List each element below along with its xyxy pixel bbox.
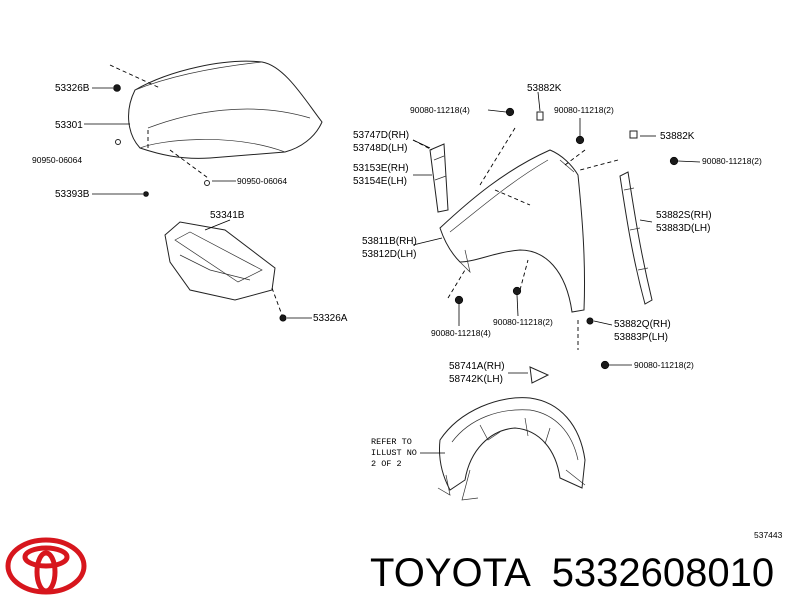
bolt-90080-right-icon [669,156,679,166]
label-90080-11218-2-top: 90080-11218(2) [554,105,614,115]
clip-53882q-icon [586,317,594,325]
hood-insulator-part [164,221,283,316]
cushion-left-icon [115,139,121,145]
cushion-right-icon [204,180,210,186]
fender-liner-strip-part [619,171,653,305]
label-53882k-b: 53882K [660,131,695,142]
label-90080-11218-2-bottom-right: 90080-11218(2) [634,360,694,370]
front-fender-part [439,127,619,350]
label-53882k-a: 53882K [527,83,562,94]
label-53393b: 53393B [55,189,90,200]
pad-53882k-a-icon [536,111,544,121]
label-53883d: 53883D(LH) [656,223,710,234]
fender-seal-part [412,139,449,213]
hood-part [109,60,323,179]
clip-53393b-icon [143,191,149,197]
wheel-liner-part [420,397,586,501]
label-53153e: 53153E(RH) [353,163,409,174]
label-90080-11218-4-top: 90080-11218(4) [410,105,470,115]
label-53812d: 53812D(LH) [362,249,416,260]
arrow-58741a-icon [529,366,550,384]
bolt-90080-bottom-mid-icon [512,286,522,296]
label-90950-06064-b: 90950-06064 [237,176,287,186]
label-90080-11218-2-right: 90080-11218(2) [702,156,762,166]
label-53301: 53301 [55,120,83,131]
toyota-logo-icon [5,537,87,595]
label-53326b: 53326B [55,83,90,94]
label-53882q: 53882Q(RH) [614,319,671,330]
part-number: 5332608010 [552,551,774,595]
label-53883p: 53883P(LH) [614,332,668,343]
clip-53326b-icon [113,84,121,92]
label-53154e: 53154E(LH) [353,176,407,187]
clip-53326a-icon [279,314,287,322]
label-53882s: 53882S(RH) [656,210,712,221]
refer-line-1: REFER TO [371,437,412,447]
refer-line-3: 2 OF 2 [371,459,402,469]
diagram-code: 537443 [754,530,783,540]
label-53748d: 53748D(LH) [353,143,407,154]
label-90080-11218-2-bottom: 90080-11218(2) [493,317,553,327]
label-53747d: 53747D(RH) [353,130,409,141]
bolt-90080-top-left-icon [505,107,515,117]
label-90080-11218-4-bottom: 90080-11218(4) [431,328,491,338]
label-53811b: 53811B(RH) [362,236,417,247]
label-53341b: 53341B [210,210,245,221]
refer-line-2: ILLUST NO [371,448,417,458]
label-58741a: 58741A(RH) [449,361,505,372]
pad-53882k-b-icon [629,130,638,139]
brand-name: TOYOTA [370,551,531,595]
bolt-90080-bottom-left-icon [454,295,464,305]
bolt-90080-top-right-icon [575,135,585,145]
svg-text:TOYOTA 5332608010: TOYOTA 5332608010 [370,551,774,595]
label-53326a: 53326A [313,313,348,324]
label-58742k: 58742K(LH) [449,374,503,385]
bolt-90080-bottom-right-icon [600,360,610,370]
label-90950-06064-a: 90950-06064 [32,155,82,165]
